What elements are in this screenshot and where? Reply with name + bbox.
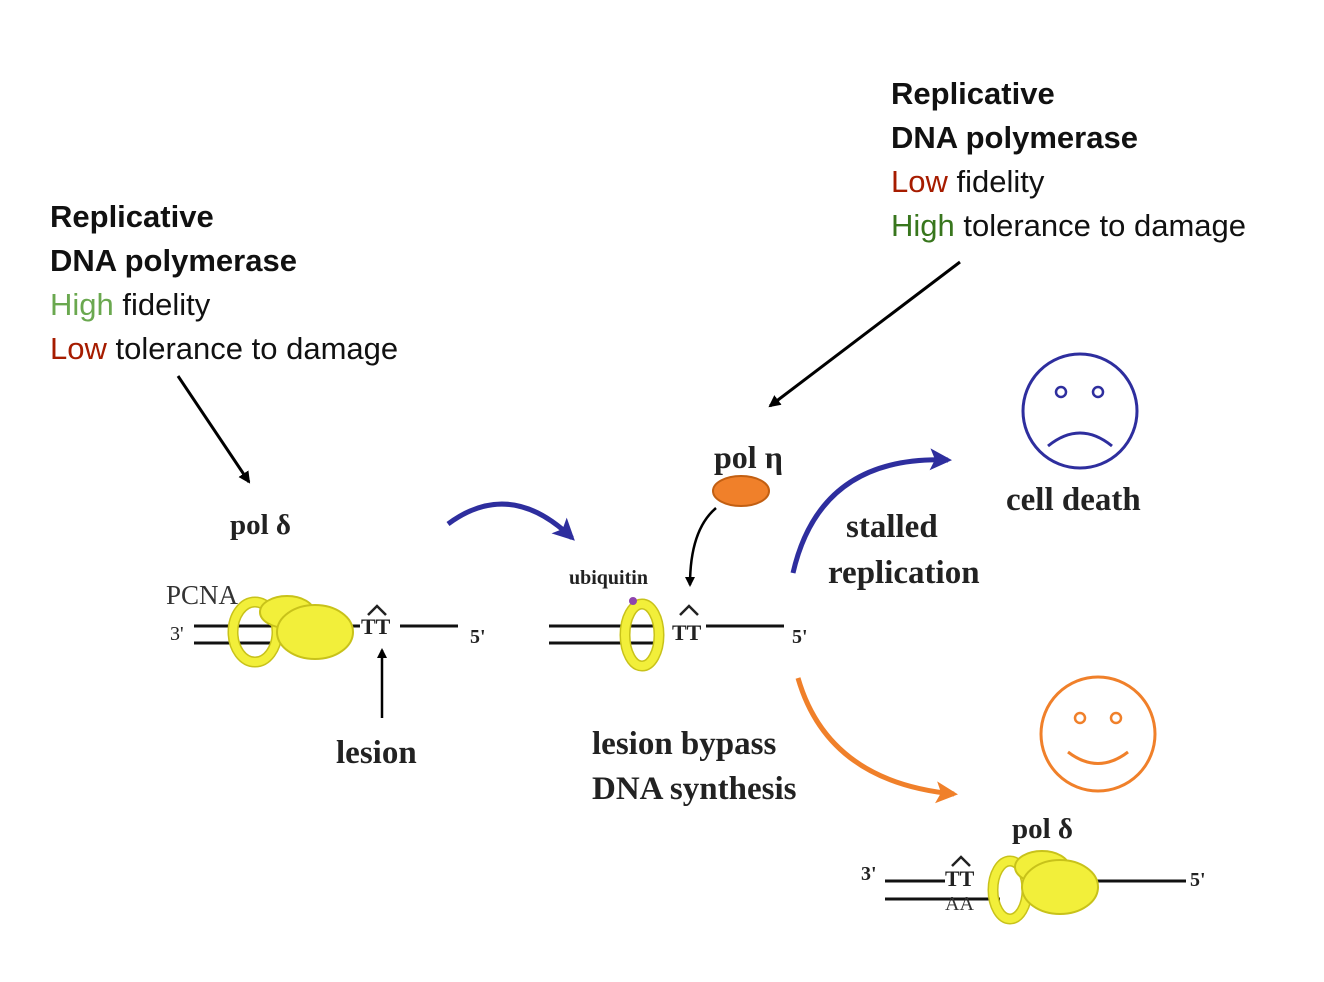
lesion-label: lesion (336, 735, 417, 771)
pol-delta-body-3b (1021, 859, 1099, 915)
right-title-line1: Replicative (891, 76, 1055, 111)
right-tolerance-row: High tolerance to damage (891, 204, 1246, 248)
lesion-hat-1 (367, 604, 387, 616)
right-title-line2: DNA polymerase (891, 120, 1138, 155)
left-fidelity-row: High fidelity (50, 283, 398, 327)
transition-arrow-1 (446, 501, 575, 541)
left-pointer-arrow (176, 375, 251, 484)
lesion-tt-2: TT (672, 620, 702, 645)
lesion-bypass-label-2: DNA synthesis (592, 771, 797, 807)
pol-eta-label: pol η (714, 439, 783, 475)
left-fidelity-level: High (50, 287, 114, 322)
lesion-hat-3 (951, 855, 971, 867)
five-prime-label-3: 5' (1190, 869, 1206, 891)
right-fidelity-text: fidelity (947, 164, 1045, 199)
pcna-clamp-2-fill (621, 600, 663, 670)
stalled-label-2: replication (828, 555, 980, 591)
ubiquitin-label: ubiquitin (569, 567, 648, 589)
aa-label: AA (945, 893, 974, 915)
sad-face-icon (1021, 352, 1139, 470)
ubiquitin-marker (629, 597, 637, 605)
pol-eta-recruit-arrow (685, 507, 717, 587)
bypass-arrow (795, 677, 958, 804)
stalled-label-1: stalled (846, 509, 938, 545)
right-tolerance-text: tolerance to damage (954, 208, 1247, 243)
right-fidelity-level: Low (891, 164, 948, 199)
right-polymerase-label: Replicative DNA polymerase Low fidelity … (891, 72, 1246, 248)
cell-death-label: cell death (1006, 482, 1141, 518)
five-prime-label-1: 5' (470, 626, 486, 648)
three-prime-label-1: 3' (170, 623, 184, 645)
pol-delta-label-2: pol δ (1012, 813, 1073, 845)
lesion-hat-2 (679, 604, 699, 616)
stalled-arrow (790, 448, 952, 574)
left-title-line2: DNA polymerase (50, 243, 297, 278)
happy-face-icon (1039, 675, 1157, 793)
pcna-label: PCNA (166, 580, 239, 610)
right-tolerance-level: High (891, 208, 955, 243)
five-prime-label-2: 5' (792, 626, 808, 648)
left-tolerance-row: Low tolerance to damage (50, 327, 398, 371)
pol-delta-label-1: pol δ (230, 509, 291, 541)
right-pointer-arrow (768, 260, 961, 408)
lesion-bypass-label-1: lesion bypass (592, 726, 776, 762)
pol-eta-body (712, 475, 770, 507)
pol-delta-body-1b (276, 604, 354, 660)
three-prime-label-3: 3' (861, 863, 877, 885)
lesion-tt-3: TT (945, 866, 975, 891)
left-polymerase-label: Replicative DNA polymerase High fidelity… (50, 195, 398, 371)
right-fidelity-row: Low fidelity (891, 160, 1246, 204)
left-title-line1: Replicative (50, 199, 214, 234)
left-fidelity-text: fidelity (113, 287, 211, 322)
left-tolerance-level: Low (50, 331, 107, 366)
left-tolerance-text: tolerance to damage (106, 331, 399, 366)
lesion-tt-1: TT (361, 614, 391, 639)
